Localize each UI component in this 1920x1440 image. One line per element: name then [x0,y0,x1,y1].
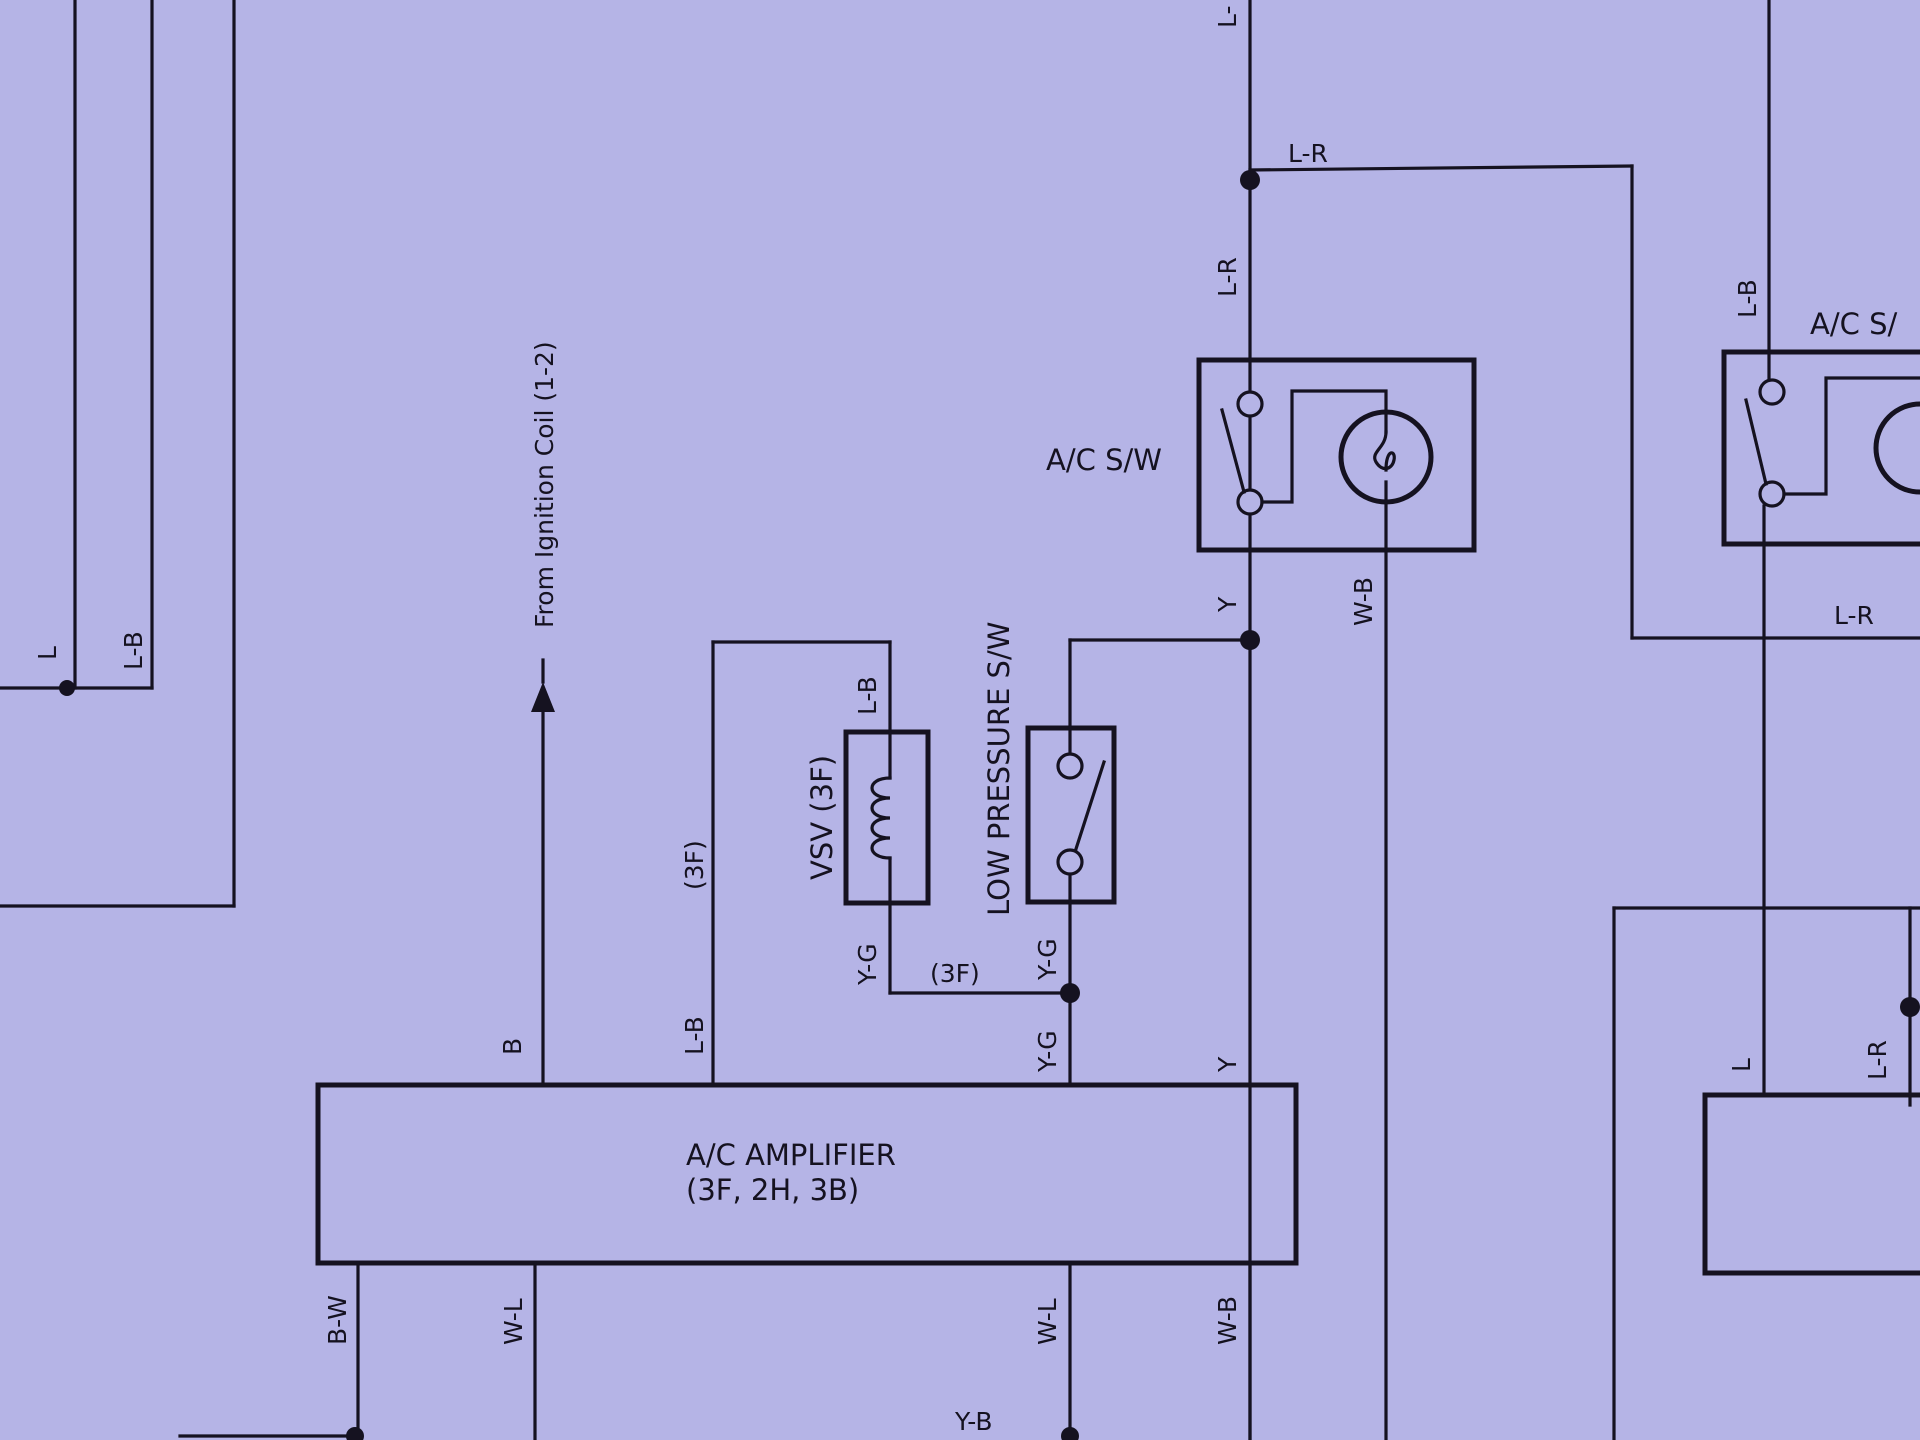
amplifier-codes: (3F, 2H, 3B) [686,1173,859,1207]
ac-amplifier-box [315,1082,1299,1266]
wire-label-wb-amp: W-B [1213,1296,1242,1345]
wire-label-lb-left: L-B [119,631,148,670]
wire-label-yb: Y-B [954,1407,993,1436]
junction-dot [1060,983,1080,1003]
junction-dot [1240,170,1260,190]
vsv-component: VSV (3F) [805,729,931,906]
switch-link-wire [1782,376,1920,496]
arrow-up-icon [531,682,555,712]
switch-terminal [1236,390,1264,418]
wire-label-wl-1: W-L [499,1298,528,1345]
wire-label-lr-right-h: L-R [1834,601,1874,630]
right-component-box [1702,1092,1920,1276]
switch-terminal [1758,378,1786,406]
switch-blade [1744,398,1768,486]
coil-icon [870,776,892,860]
wire-label-yg-vsv: Y-G [853,943,882,986]
ac-switch-box [1196,357,1477,553]
wire-label-lb-vsv: L-B [853,676,882,715]
wire-label-wb-switch: W-B [1349,577,1378,626]
wire-label-wl-2: W-L [1033,1298,1062,1345]
main-vertical-wire: L- L-R L-R Y Y [1213,0,1920,1440]
indicator-lamp-icon [1873,401,1920,495]
wire-label-3f-horizontal: (3F) [930,959,980,988]
bottom-wire-group: B-W W-L W-L W-B Y-B [178,1261,1252,1440]
ignition-label: From Ignition Coil (1-2) [530,341,559,628]
wire-label-y-switch: Y [1213,596,1242,613]
switch-blade [1072,759,1107,855]
switch-blade [1220,408,1246,494]
wire-label-l-right: L [1727,1058,1756,1072]
right-side-group: L-B A/C S/ L-R L L-R [1612,0,1920,1440]
wire-label-b: B [498,1038,527,1055]
ac-switch-right-box [1721,349,1920,547]
vsv-label: VSV (3F) [805,755,839,880]
switch-terminal [1758,480,1786,508]
wire-label-top-cut: L- [1213,5,1242,28]
junction-dot [1900,997,1920,1017]
wire-label-lr-top-h: L-R [1288,139,1328,168]
junction-dot [346,1427,364,1440]
amplifier-name: A/C AMPLIFIER [686,1138,896,1172]
ac-switch-right-label: A/C S/ [1810,307,1897,341]
low-pressure-switch: LOW PRESSURE S/W Y-G Y-G [982,622,1252,1087]
ac-amplifier: A/C AMPLIFIER (3F, 2H, 3B) [315,1082,1299,1266]
low-pressure-label: LOW PRESSURE S/W [982,622,1016,916]
wire-label-lb-amp: L-B [680,1016,709,1055]
wire-label-lr-top-v: L-R [1213,257,1242,297]
ignition-wire-group: From Ignition Coil (1-2) B [498,341,559,1087]
junction-dot [1240,630,1260,650]
junction-dot [1061,1427,1079,1440]
wire-label-l-left: L [33,646,62,660]
wire-label-bw: B-W [323,1295,352,1345]
wire-label-yg-lps: Y-G [1033,938,1062,981]
wire-label-lr-right-v: L-R [1863,1040,1892,1080]
switch-link-wire [1260,389,1388,504]
switch-terminal [1056,752,1084,780]
junction-dot [59,680,75,696]
vsv-wire-group: L-B (3F) L-B Y-G (3F) [680,640,1072,1087]
wire-label-3f-vertical: (3F) [680,840,709,890]
switch-terminal [1236,488,1264,516]
switch-terminal [1056,848,1084,876]
ac-switch: A/C S/W W-B [1046,357,1477,1440]
left-wire-group: L L-B [0,0,236,908]
wire-label-yg-amp: Y-G [1033,1030,1062,1073]
ac-switch-label: A/C S/W [1046,443,1162,477]
vsv-box [843,729,931,906]
lamp-filament-icon [1373,430,1396,472]
wire-label-y-amp: Y [1213,1056,1242,1073]
wire-label-lb-right: L-B [1733,279,1762,318]
